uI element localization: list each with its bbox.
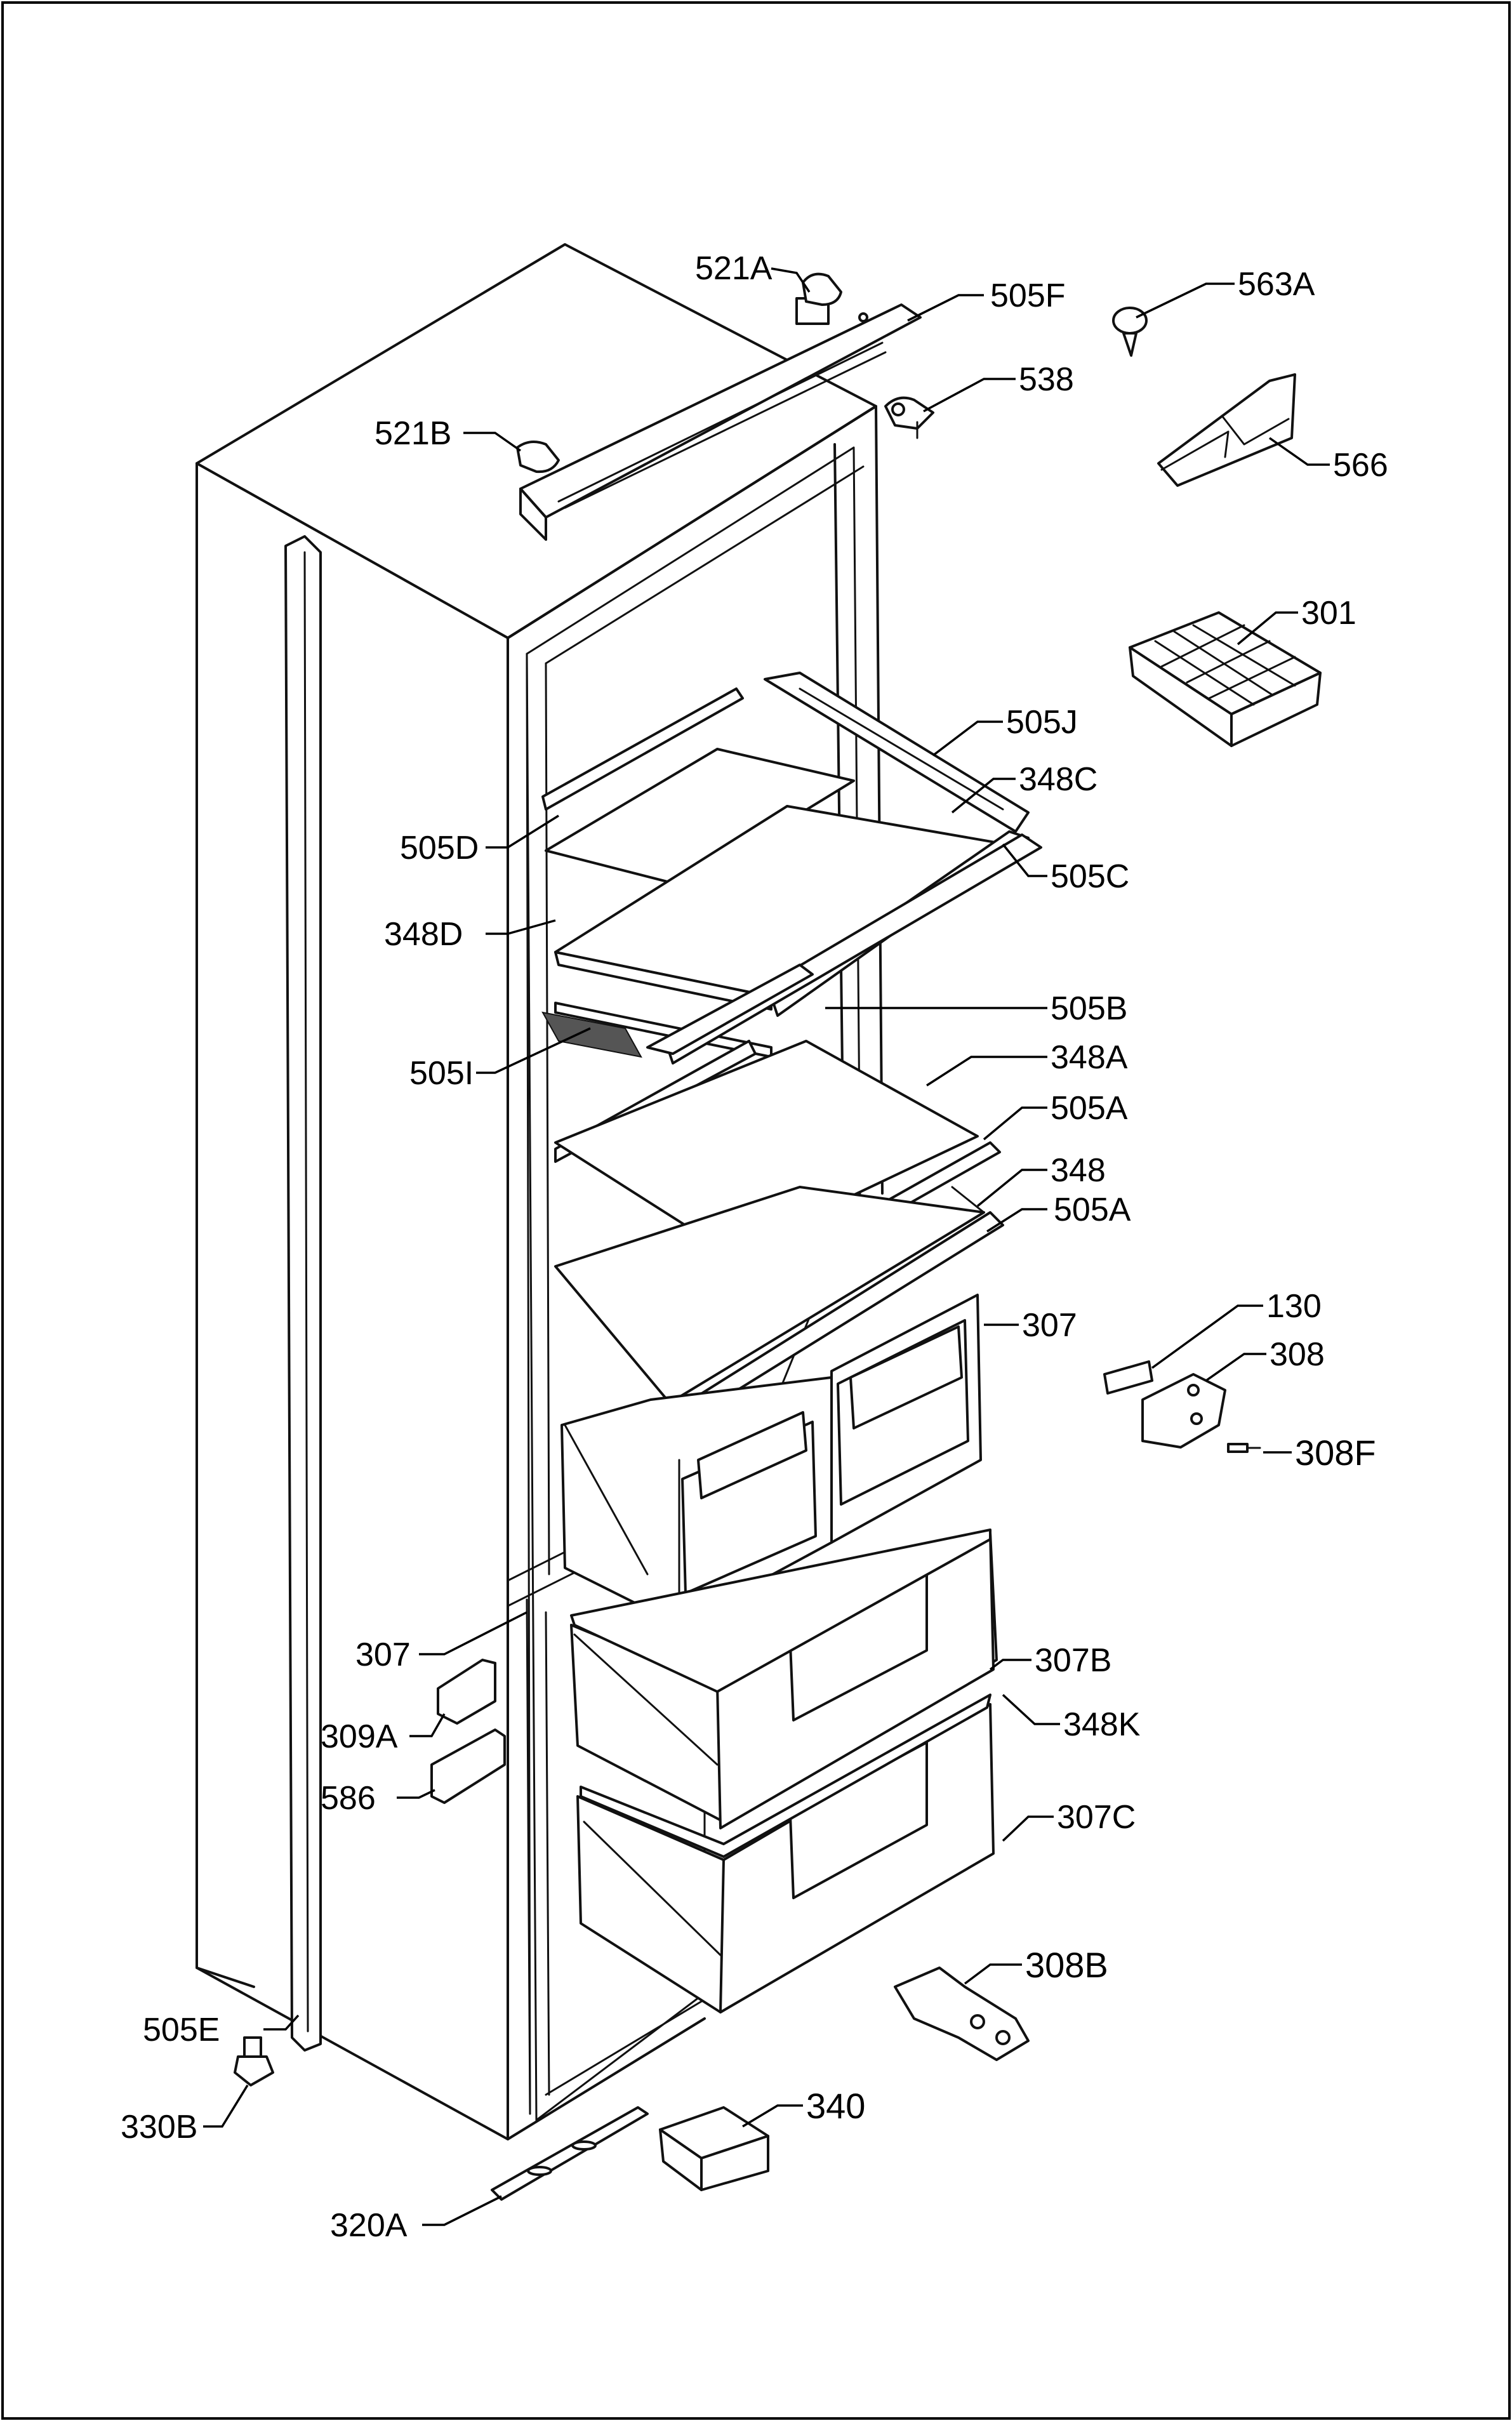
label-521b: 521B	[375, 415, 451, 452]
part-309a	[437, 1659, 496, 1725]
part-labels: 521A 505F 563A 538 521B 566 301 505J 348…	[121, 250, 1388, 2244]
hinge-cap-521b	[516, 441, 560, 474]
screw-308f	[1227, 1443, 1261, 1453]
label-348a: 348A	[1051, 1039, 1128, 1076]
block-340	[659, 2106, 769, 2191]
label-505a-lower: 505A	[1054, 1191, 1131, 1228]
label-505c: 505C	[1051, 858, 1129, 895]
label-308: 308	[1270, 1336, 1325, 1373]
label-505f: 505F	[990, 277, 1066, 314]
label-505a-upper: 505A	[1051, 1090, 1128, 1127]
label-130: 130	[1266, 1288, 1322, 1325]
label-505j: 505J	[1006, 704, 1078, 741]
label-538: 538	[1019, 361, 1074, 398]
label-505e: 505E	[143, 2012, 220, 2048]
label-307b: 307B	[1035, 1642, 1111, 1679]
label-340: 340	[806, 2086, 865, 2126]
label-320a: 320A	[330, 2207, 408, 2244]
label-308f: 308F	[1295, 1433, 1376, 1473]
ice-scoop-566	[1157, 373, 1296, 487]
label-566: 566	[1333, 447, 1388, 484]
label-505i: 505I	[409, 1055, 474, 1092]
ice-tray-301	[1129, 611, 1322, 747]
plinth-strip-320a	[491, 2106, 649, 2201]
label-505b: 505B	[1051, 990, 1127, 1027]
label-301: 301	[1301, 595, 1356, 632]
label-308b: 308B	[1025, 1945, 1108, 1985]
label-307-upper: 307	[1022, 1307, 1077, 1344]
label-505d: 505D	[400, 830, 479, 866]
label-348k: 348K	[1063, 1706, 1141, 1743]
label-521a: 521A	[695, 250, 773, 287]
label-348: 348	[1051, 1152, 1106, 1189]
knob-563a	[1112, 307, 1148, 357]
glass-shelves	[554, 1040, 1004, 1429]
hinge-308b	[894, 1967, 1030, 2061]
label-563a: 563A	[1238, 266, 1315, 303]
label-348d: 348D	[384, 916, 463, 953]
hinge-pin-538	[884, 396, 934, 439]
label-309a: 309A	[321, 1718, 398, 1755]
part-586	[430, 1728, 506, 1804]
label-586: 586	[321, 1780, 376, 1817]
upper-shelf-group	[541, 672, 1042, 1163]
label-348c: 348C	[1019, 761, 1098, 798]
hinge-cap-521a	[802, 272, 842, 306]
adjustable-foot-330b	[234, 2036, 274, 2086]
part-130	[1103, 1360, 1153, 1395]
upper-drawers	[560, 1294, 982, 1626]
label-330b: 330B	[121, 2109, 197, 2146]
label-307c: 307C	[1057, 1799, 1136, 1836]
leader-lines	[203, 267, 1330, 2226]
label-307-lower: 307	[355, 1636, 411, 1673]
hinge-308	[1141, 1373, 1226, 1449]
door-seal-strip	[284, 535, 322, 2052]
lower-drawers	[570, 1529, 998, 2013]
